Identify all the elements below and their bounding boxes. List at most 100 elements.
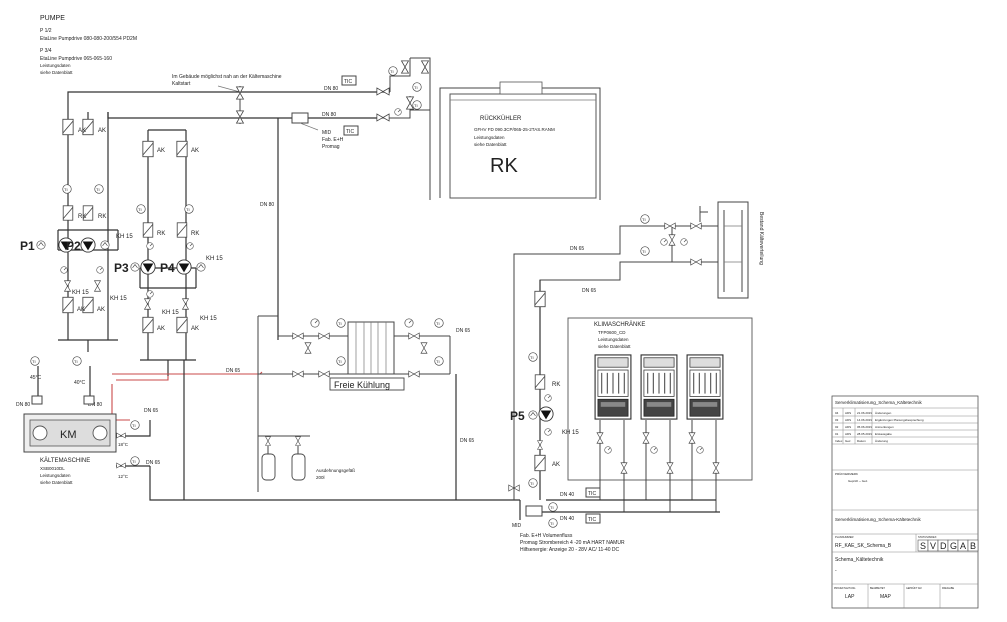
tb-sign2: MAP: [880, 594, 892, 600]
svg-text:A: A: [960, 541, 966, 551]
svg-text:KH 15: KH 15: [562, 430, 579, 436]
svg-text:DN 80: DN 80: [260, 202, 274, 208]
bestand-label: Bestand Kälteverteilung: [758, 212, 764, 265]
mid-bottom-line1: Fab. E+H Volumenfluss: [520, 533, 573, 539]
svg-text:TI: TI: [436, 321, 440, 326]
tb-status-letters: S V D G A B: [917, 539, 979, 552]
svg-text:KH 15: KH 15: [116, 234, 133, 240]
svg-text:RK: RK: [98, 214, 106, 220]
ks-model: TFP0600_CD: [598, 330, 626, 335]
svg-text:KH 15: KH 15: [200, 316, 217, 322]
note-p34-model: EtaLine Pumpdrive 065-065-160: [40, 56, 112, 62]
pump-p5-label: P5: [510, 409, 525, 423]
svg-text:B: B: [970, 541, 976, 551]
svg-text:Änderungen: Änderungen: [875, 411, 892, 415]
bestand-kaelteverteilung-box: [717, 201, 749, 299]
klimaschrank-2-icon: [640, 354, 678, 420]
svg-text:ADS: ADS: [845, 411, 851, 415]
mid-bottom-line2: Promag Strombereich 4 -20 mA HART NAMUR: [520, 540, 625, 546]
freie-kuehlung-label: Freie Kühlung: [334, 380, 390, 390]
temp-40: 40°C: [74, 380, 86, 386]
svg-text:KH 15: KH 15: [110, 296, 127, 302]
svg-text:TI: TI: [74, 359, 78, 364]
tb-project: Serverklimatisierung_Schema-Kältetechnik: [835, 517, 922, 522]
svg-text:DN 80: DN 80: [16, 402, 30, 408]
svg-text:ADS: ADS: [845, 432, 851, 436]
svg-text:AK: AK: [97, 307, 105, 313]
dn80-top: DN 80: [324, 86, 338, 92]
expansion-vessel-1: [261, 453, 276, 481]
svg-text:DN 65: DN 65: [146, 460, 160, 466]
svg-text:TI: TI: [390, 69, 394, 74]
note-pumpe: PUMPE: [40, 15, 65, 22]
svg-text:Index: Index: [835, 439, 843, 443]
svg-text:KH 15: KH 15: [72, 290, 89, 296]
svg-text:DN 65: DN 65: [570, 246, 584, 252]
km-leistungsdaten: Leistungsdaten: [40, 473, 71, 478]
svg-text:TI: TI: [642, 217, 646, 222]
svg-text:PROJEKTLEITUNG: PROJEKTLEITUNG: [834, 587, 856, 590]
klimaschraenke-frame: [567, 317, 753, 481]
svg-text:ADS: ADS: [845, 418, 851, 422]
mid-bottom-label: MID: [512, 523, 522, 529]
svg-text:FREIGABE: FREIGABE: [942, 587, 954, 590]
svg-text:TI: TI: [436, 359, 440, 364]
mid-bottom-line3: Hilfsenergie: Anzeige 20 - 28V AC/ 11-40…: [520, 547, 620, 553]
km-model: XSB0010DL: [40, 466, 65, 471]
svg-text:RK: RK: [78, 214, 86, 220]
ks-siehe: siehe Datenblatt: [598, 344, 631, 349]
svg-text:Erstausgabe: Erstausgabe: [875, 432, 892, 436]
svg-text:TI: TI: [32, 359, 36, 364]
svg-text:AK: AK: [157, 148, 165, 154]
ak-p1-top-icon: [62, 118, 74, 136]
svg-text:AK: AK: [157, 326, 165, 332]
svg-text:KH 15: KH 15: [162, 310, 179, 316]
svg-text:ADS: ADS: [845, 425, 851, 429]
temp-12: 12°C: [118, 474, 129, 479]
svg-text:DN 65: DN 65: [460, 438, 474, 444]
mid-bottom-meter: [525, 505, 543, 517]
km-siehe: siehe Datenblatt: [40, 480, 73, 485]
note-gebaeude-1: Im Gebäude möglichst nah an der Kältemas…: [172, 74, 282, 80]
mid-top-line2: Fab. E+H: [322, 137, 344, 143]
svg-text:01: 01: [835, 432, 839, 436]
temp-45: 45°C: [30, 375, 42, 381]
tic-top-1: TIC: [344, 79, 352, 85]
svg-text:AK: AK: [77, 307, 85, 313]
ks-leistungsdaten: Leistungsdaten: [598, 337, 629, 342]
svg-text:DN 80: DN 80: [88, 402, 102, 408]
pump-p3-icon: [140, 259, 156, 275]
svg-text:21.06.2019: 21.06.2019: [857, 411, 872, 415]
tb-pruefer: Geprüft ─ Gez.: [848, 479, 868, 483]
mid-top-label: MID: [322, 130, 332, 136]
rk-leistungsdaten: Leistungsdaten: [474, 135, 505, 140]
tb-sign1: LAP: [845, 594, 855, 600]
rueckkuehler-box: [449, 93, 597, 199]
tic-top-2: TIC: [346, 129, 354, 135]
svg-text:TI: TI: [642, 249, 646, 254]
pump-p2-label: P2: [66, 239, 81, 253]
svg-text:Datum: Datum: [857, 439, 866, 443]
svg-text:GEPRÜFT AM: GEPRÜFT AM: [906, 587, 922, 590]
svg-text:DN 40: DN 40: [560, 516, 574, 522]
tb-status-label: STATUS/INDEX: [918, 535, 937, 539]
svg-text:AK: AK: [191, 326, 199, 332]
ausdehnung-line1: Ausdehnungsgefäß: [316, 468, 355, 473]
pump-p2-icon: [80, 237, 96, 253]
svg-text:TI: TI: [550, 521, 554, 526]
svg-text:AK: AK: [552, 462, 560, 468]
tic-bottom-1: TIC: [588, 491, 596, 497]
pump-p3-label: P3: [114, 261, 129, 275]
note-p12: P 1/2: [40, 28, 52, 34]
klimaschrank-1-icon: [594, 354, 632, 420]
pump-p4-icon: [176, 259, 192, 275]
pump-p5-icon: [538, 406, 554, 422]
mid-top-line3: Promag: [322, 144, 340, 150]
ak-p2-top-label: AK: [98, 128, 106, 134]
svg-text:Ergänzungen Planungsbesprechun: Ergänzungen Planungsbesprechung: [875, 418, 924, 422]
svg-text:TI: TI: [138, 207, 142, 212]
svg-text:AK: AK: [78, 128, 86, 134]
svg-text:G: G: [950, 541, 957, 551]
tb-dash: -: [835, 568, 837, 574]
